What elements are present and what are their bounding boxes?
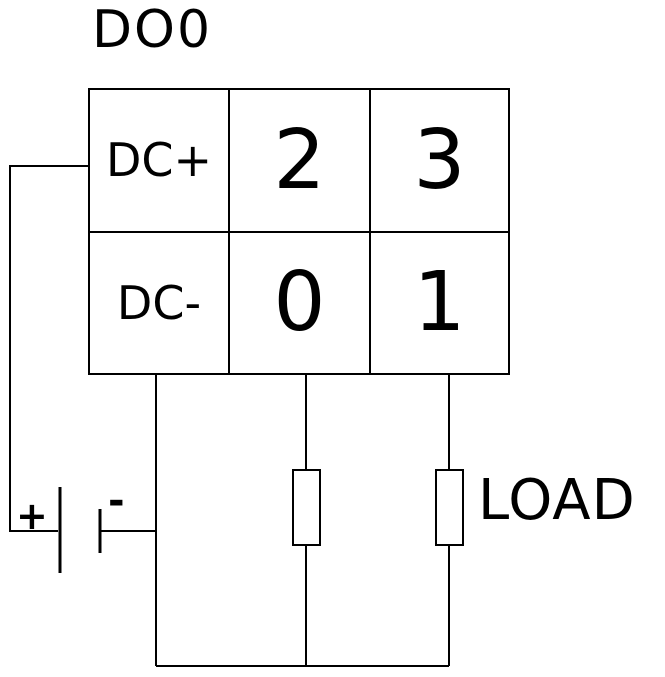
terminal-cell-1: 1 [371, 232, 508, 373]
terminal-cell-dc-minus: DC- [90, 232, 228, 373]
load-resistor-1-icon [435, 469, 464, 546]
terminal-cell-2: 2 [230, 90, 369, 231]
battery-plus-label: + [16, 494, 48, 538]
diagram-title: DO0 [92, 0, 213, 60]
load-resistor-0-icon [292, 469, 321, 546]
terminal-cell-3: 3 [371, 90, 508, 231]
load-label: LOAD [478, 468, 636, 533]
terminal-cell-0: 0 [230, 232, 369, 373]
wire-dcplus-to-battery [9, 165, 88, 532]
battery-minus-label: - [108, 478, 125, 524]
battery-icon [58, 487, 102, 573]
terminal-cell-dc-plus: DC+ [90, 90, 228, 231]
terminal-block-table: DC+ 2 3 DC- 0 1 [88, 88, 510, 375]
